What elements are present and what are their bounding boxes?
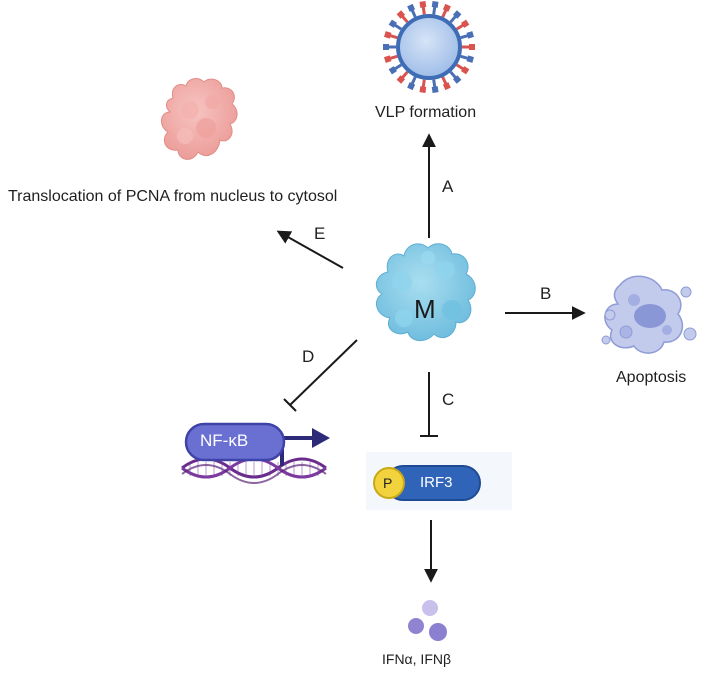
phospho-label: P (383, 475, 393, 491)
irf3-label: IRF3 (420, 474, 453, 491)
ifn-label: IFNα, IFNβ (382, 651, 452, 667)
dna-helix-icon (181, 457, 327, 484)
vlp-formation-label: VLP formation (375, 104, 477, 121)
letter-c: C (442, 390, 455, 409)
m-protein-icon (375, 243, 476, 341)
pcna-translocation-label: Translocation of PCNA from nucleus to cy… (8, 188, 338, 205)
apoptosis-label: Apoptosis (616, 369, 687, 386)
arrow-e (276, 230, 344, 269)
nfkb-label: NF-κB (200, 431, 249, 450)
letter-d: D (302, 347, 315, 366)
m-protein-label: M (414, 294, 436, 324)
pcna-protein-icon (161, 78, 238, 160)
letter-a: A (442, 177, 454, 196)
inhibit-d-bar (283, 398, 297, 412)
virus-particle-icon (383, 1, 475, 93)
letter-b: B (540, 284, 552, 303)
apoptotic-cell-icon (601, 275, 697, 354)
interferon-molecules-icon (408, 600, 447, 641)
inhibit-d (289, 339, 358, 406)
phospho-group (373, 467, 405, 499)
nfkb-protein (184, 422, 286, 462)
letter-e: E (314, 224, 326, 243)
